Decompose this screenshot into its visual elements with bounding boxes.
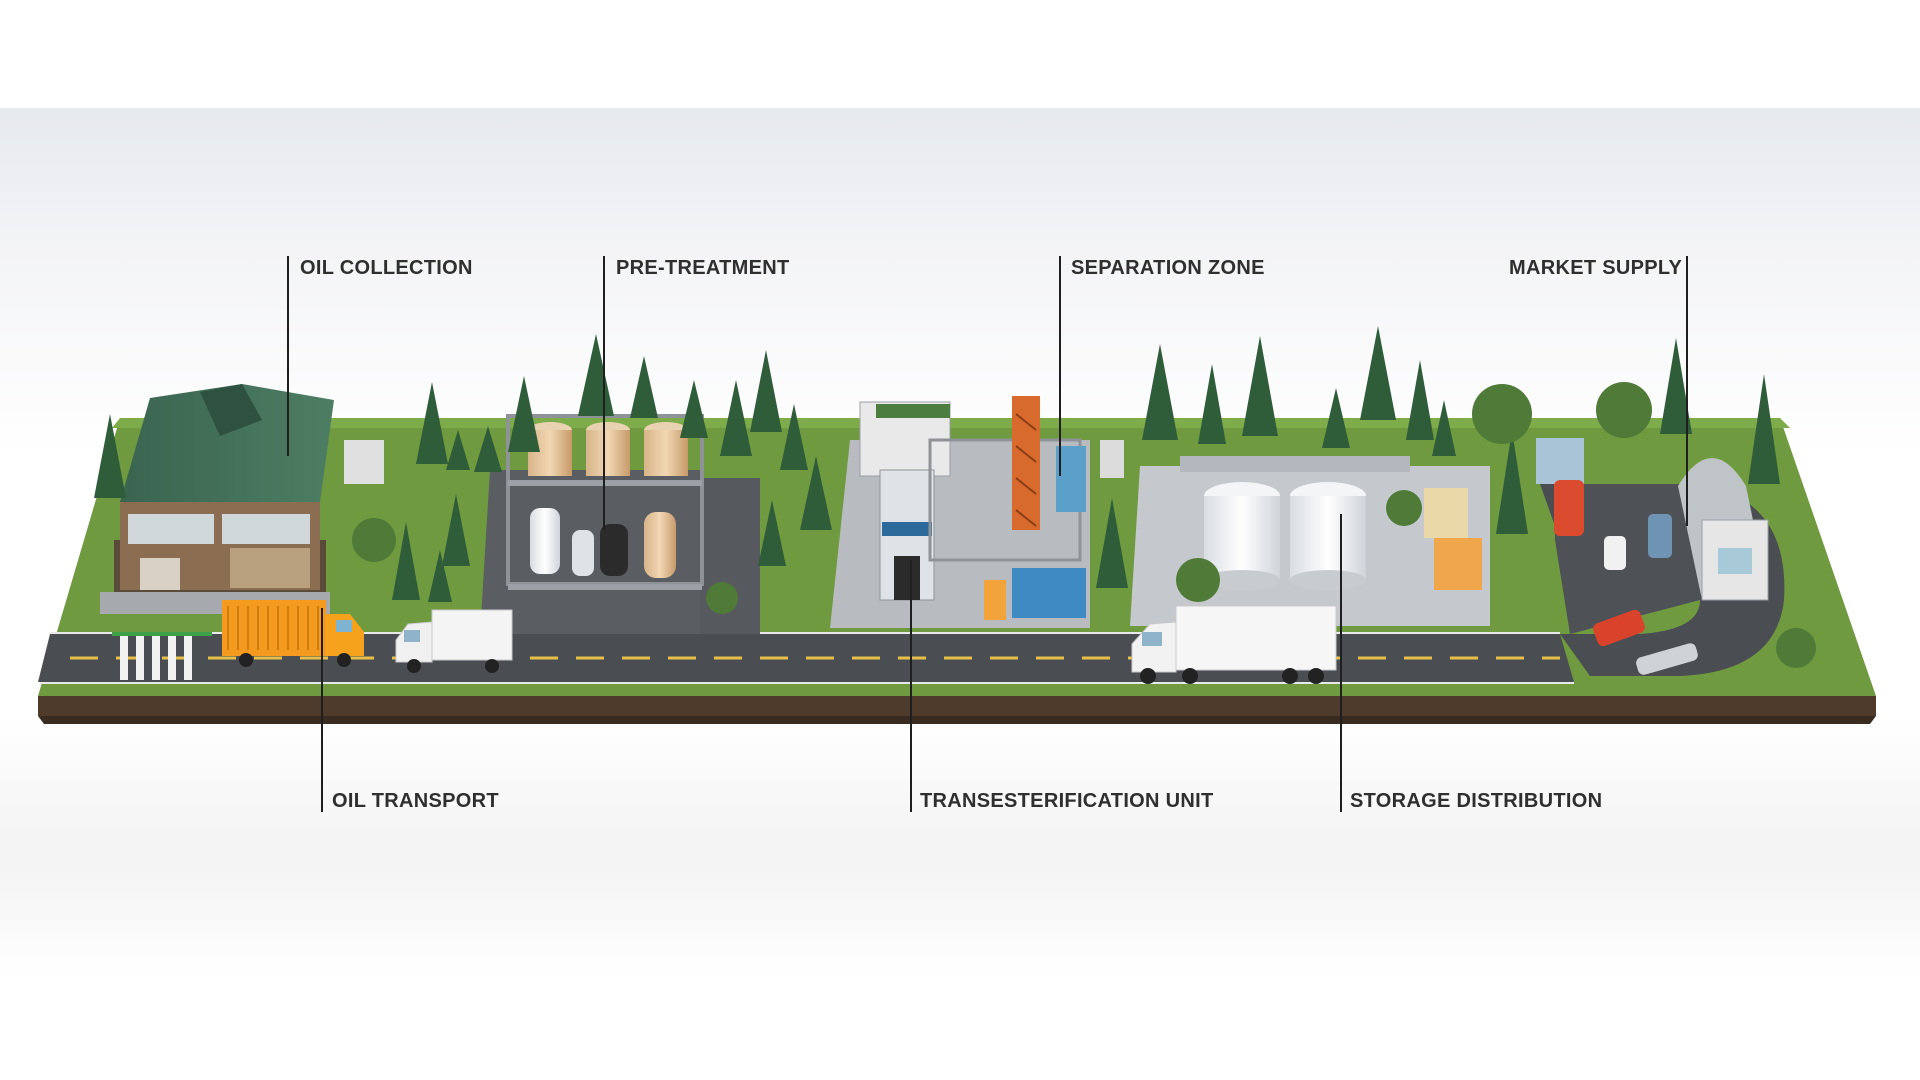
transesterification-unit [859, 396, 1124, 620]
leader-line-market-supply [1686, 256, 1688, 526]
leader-line-oil-transport [321, 608, 323, 812]
label-storage-distribution: STORAGE DISTRIBUTION [1350, 790, 1603, 812]
leader-line-separation-zone [1059, 256, 1061, 476]
label-separation-zone: SEPARATION ZONE [1071, 257, 1265, 279]
storage-tanks [1180, 438, 1584, 590]
label-oil-collection: OIL COLLECTION [300, 257, 473, 279]
label-pre-treatment: PRE-TREATMENT [616, 257, 790, 279]
label-transesterification-unit: TRANSESTERIFICATION UNIT [920, 790, 1214, 812]
leader-line-transesterification-unit [910, 560, 912, 812]
market-supply-building [1678, 458, 1769, 601]
oil-collection-building [100, 384, 384, 614]
leader-line-storage-distribution [1340, 514, 1342, 812]
label-market-supply: MARKET SUPPLY [1509, 257, 1683, 279]
label-oil-transport: OIL TRANSPORT [332, 790, 499, 812]
leader-line-pre-treatment [603, 256, 605, 530]
trees [94, 326, 1816, 668]
leader-line-oil-collection [287, 256, 289, 456]
vehicles [222, 480, 1698, 684]
